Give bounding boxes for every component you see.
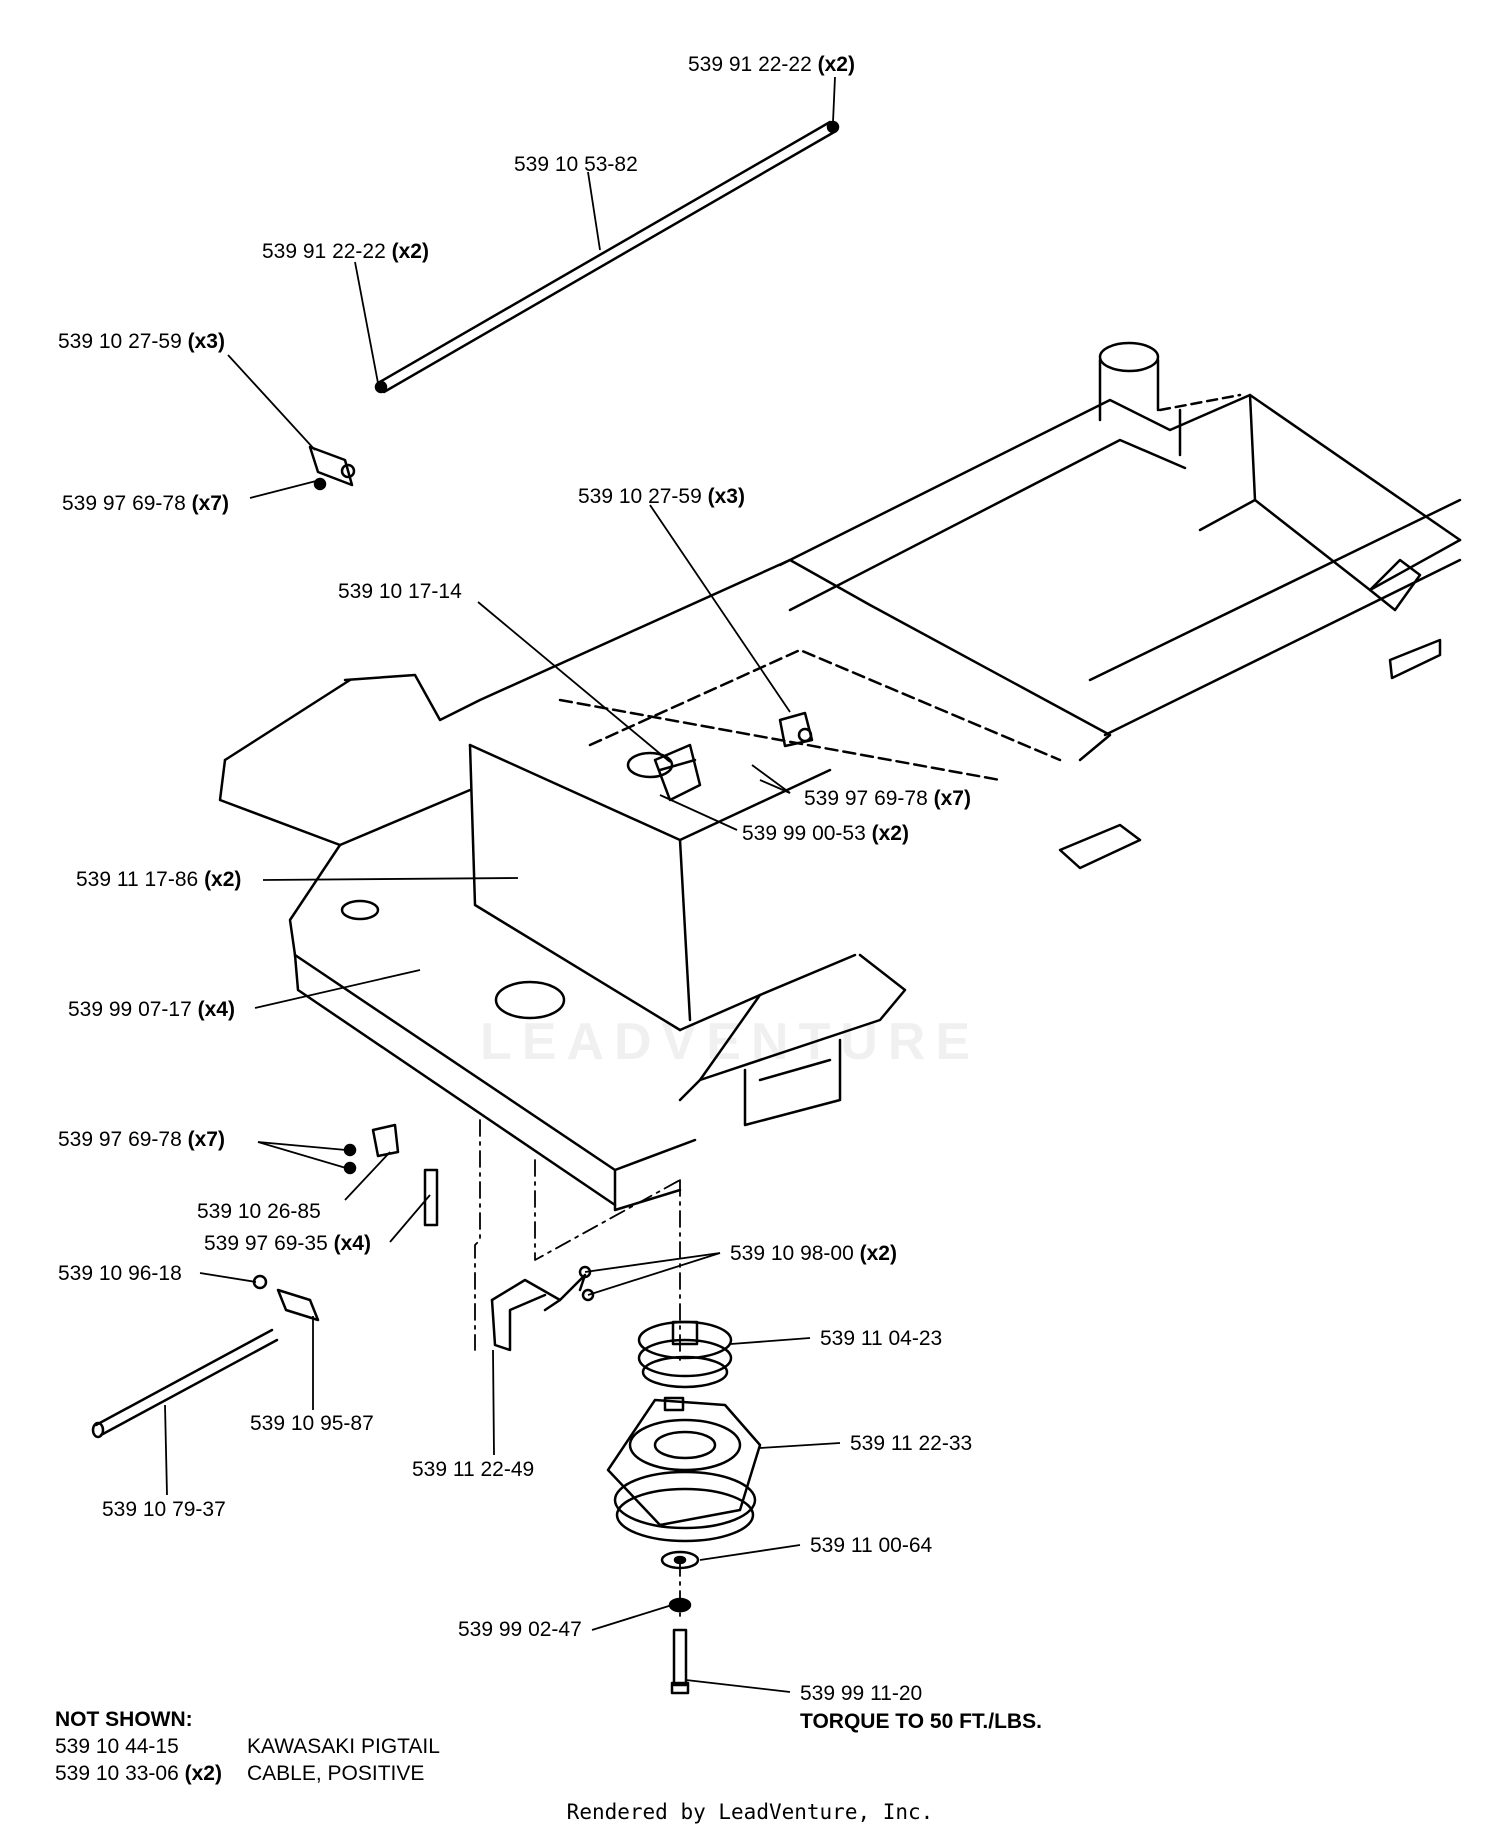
not-shown-item: 539 10 33-06 (x2)CABLE, POSITIVE xyxy=(55,1762,425,1785)
callout-label: 539 97 69-78 (x7) xyxy=(62,492,229,515)
bracket-539-10-27-59-center xyxy=(778,711,814,748)
callout-label: 539 10 98-00 (x2) xyxy=(730,1242,897,1265)
callout-label: 539 99 02-47 xyxy=(458,1618,582,1641)
washer-539-11-00-64 xyxy=(660,1550,700,1570)
callout-label: 539 97 69-78 (x7) xyxy=(58,1128,225,1151)
rod-539-10-53-82 xyxy=(374,120,840,394)
not-shown-notes: NOT SHOWN: 539 10 44-15 KAWASAKI PIGTAIL… xyxy=(55,1706,440,1787)
bolt-539-99-11-20 xyxy=(670,1628,690,1695)
watermark: LEADVENTURE xyxy=(480,1013,981,1071)
pulley-539-11-04-23 xyxy=(637,1320,733,1389)
callout-label: 539 10 96-18 xyxy=(58,1262,182,1285)
bracket-539-11-22-49 xyxy=(490,1265,595,1352)
callout-label: 539 10 95-87 xyxy=(250,1412,374,1435)
terminal-539-10-95-87 xyxy=(252,1274,320,1322)
callout-label: 539 10 53-82 xyxy=(514,153,638,176)
footer-credit: Rendered by LeadVenture, Inc. xyxy=(566,1800,934,1824)
callout-label: 539 91 22-22 (x2) xyxy=(688,53,855,76)
callout-label: 539 11 22-33 xyxy=(850,1432,973,1455)
lockwasher-539-99-02-47 xyxy=(668,1597,692,1613)
callout-label: 539 10 27-59 (x3) xyxy=(578,485,745,508)
cable-539-10-79-37 xyxy=(91,1328,279,1439)
callout-label: 539 11 22-49 xyxy=(412,1458,535,1481)
callout-label: 539 10 26-85 xyxy=(197,1200,321,1223)
alignment-lines xyxy=(474,1119,681,1621)
bracket-539-10-17-14 xyxy=(653,743,702,802)
callout-label: 539 10 79-37 xyxy=(102,1498,226,1521)
callout-label: 539 97 69-35 (x4) xyxy=(204,1232,371,1255)
main-pan xyxy=(218,558,1112,1212)
frame-rails xyxy=(778,341,1462,870)
callout-label: 539 11 04-23 xyxy=(820,1327,943,1350)
callout-label: 539 10 17-14 xyxy=(338,580,462,603)
not-shown-item: 539 10 44-15 KAWASAKI PIGTAIL xyxy=(55,1735,440,1758)
callout-label: 539 91 22-22 (x2) xyxy=(262,240,429,263)
bracket-539-10-27-59-left xyxy=(308,445,356,491)
callout-label: 539 10 27-59 (x3) xyxy=(58,330,225,353)
callout-label: 539 97 69-78 (x7) xyxy=(804,787,971,810)
callout-label: 539 99 11-20 xyxy=(800,1682,923,1705)
not-shown-heading: NOT SHOWN: xyxy=(55,1708,193,1731)
torque-note: TORQUE TO 50 FT./LBS. xyxy=(800,1710,1042,1733)
clutch-539-11-22-33 xyxy=(606,1396,762,1543)
bracket-539-10-26-85 xyxy=(343,1123,400,1175)
callout-label: 539 11 17-86 (x2) xyxy=(76,868,242,891)
callout-label: 539 99 00-53 (x2) xyxy=(742,822,909,845)
callout-label: 539 99 07-17 (x4) xyxy=(68,998,235,1021)
callout-label: 539 11 00-64 xyxy=(810,1534,933,1557)
bolt-539-97-69-35 xyxy=(423,1168,439,1227)
leader-lines xyxy=(164,76,841,1693)
